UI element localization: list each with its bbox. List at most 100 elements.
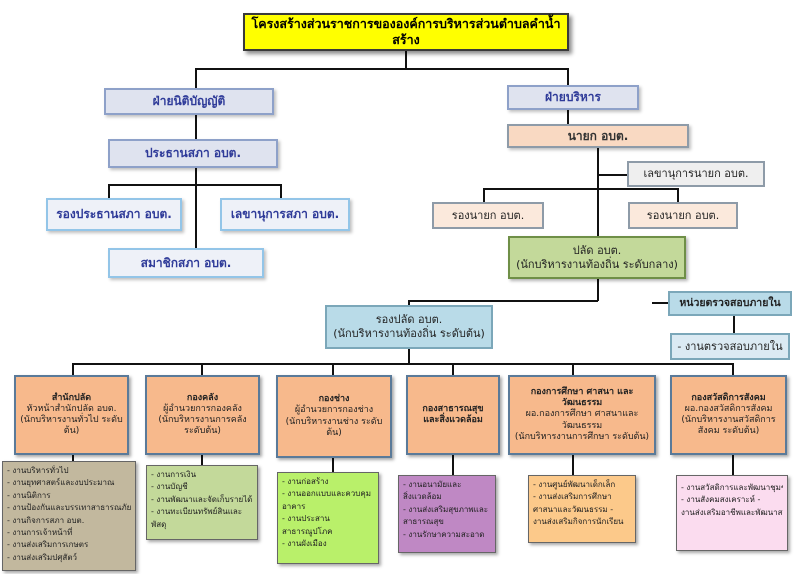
task-item: - งานยุทศาสตร์และงบประมาณ bbox=[7, 478, 115, 488]
connector-line bbox=[567, 68, 569, 85]
executive-header: ฝ่ายบริหาร bbox=[507, 85, 639, 110]
task-list-finance: - งานการเงิน - งานบัญชี - งานพัฒนาและจัด… bbox=[146, 465, 258, 540]
connector-line bbox=[405, 51, 407, 69]
connector-line bbox=[201, 363, 203, 375]
task-item: - งานบริหารทั่วไป bbox=[7, 466, 69, 475]
task-item: - งานป้องกันและบรรเทาสาธารณภัย bbox=[7, 503, 131, 513]
division-level: (นักบริหารงานช่าง ระดับต้น) bbox=[285, 416, 383, 438]
division-name: สำนักปลัด bbox=[51, 392, 92, 403]
task-list-engineering: - งานก่อสร้าง - งานออกแบบและควบคุม อาคาร… bbox=[277, 472, 379, 564]
task-item: - งานส่งเสริมการเกษตร bbox=[7, 540, 89, 550]
deputy-clerk-level: (นักบริหารงานท้องถิ่น ระดับต้น) bbox=[333, 327, 485, 340]
connector-line bbox=[280, 184, 282, 198]
division-name: กองช่าง bbox=[318, 394, 350, 404]
deputy-mayor-2-box: รองนายก อบต. bbox=[628, 202, 738, 229]
task-item: - งานส่งเสริมสุขภาพและ bbox=[403, 504, 489, 514]
task-item: - งานการเจ้าหน้าที่ bbox=[7, 527, 73, 537]
division-head: หัวหน้าสำนักปลัด อบต. bbox=[26, 403, 117, 414]
division-name-line2: และสิ่งแวดล้อม bbox=[423, 415, 483, 425]
division-box-office: สำนักปลัด หัวหน้าสำนักปลัด อบต. (นักบริห… bbox=[14, 375, 129, 455]
task-item: - งานสังคมสงเคราะห์ - bbox=[681, 495, 761, 505]
task-item: - งานประสาน bbox=[282, 514, 330, 524]
connector-line bbox=[408, 300, 410, 305]
connector-line bbox=[72, 363, 74, 375]
division-head: ผู้อำนวยการกองคลัง bbox=[163, 403, 242, 414]
connector-line bbox=[452, 363, 454, 375]
internal-audit-unit-box: หน่วยตรวจสอบภายใน bbox=[668, 291, 792, 316]
task-item: - งานผังเมือง bbox=[282, 538, 327, 548]
task-item: สาธารณสุข bbox=[403, 517, 444, 527]
task-item: พัสดุ bbox=[151, 519, 167, 529]
connector-line bbox=[332, 458, 334, 472]
connector-line bbox=[195, 68, 569, 70]
chart-title: โครงสร้างส่วนราชการขององค์การบริหารส่วนต… bbox=[243, 13, 569, 51]
division-head: ผอ.กองการศึกษา ศาสนาและวัฒนธรรม bbox=[525, 409, 639, 431]
task-item: - งานส่งเสริมปศุสัตว์ bbox=[7, 552, 77, 562]
council-members-box: สมาชิกสภา อบต. bbox=[108, 248, 264, 278]
connector-line bbox=[572, 363, 574, 375]
mayor-secretary-box: เลขานุการนายก อบต. bbox=[627, 161, 765, 187]
task-list-education: - งานศูนย์พัฒนาเด็กเล็ก - งานส่งเสริมการ… bbox=[528, 475, 636, 543]
task-item: สิ่งแวดล้อม bbox=[403, 492, 442, 502]
connector-line bbox=[597, 279, 599, 301]
connector-line bbox=[732, 363, 734, 375]
connector-line bbox=[597, 148, 599, 236]
connector-line bbox=[567, 110, 569, 124]
task-item: - งานส่งเสริมการศึกษา bbox=[533, 492, 612, 502]
connector-line bbox=[72, 455, 74, 461]
task-item: - งานกิจการสภา อบต. bbox=[7, 515, 85, 525]
task-item: งานส่งเสริมอาชีพและพัฒนาสตรี bbox=[681, 507, 783, 517]
division-level: (นักบริหารงานทั่วไป ระดับต้น) bbox=[20, 415, 123, 437]
council-chair-box: ประธานสภา อบต. bbox=[108, 139, 278, 168]
task-item: - งานอนามัยและ bbox=[403, 480, 462, 489]
connector-line bbox=[652, 302, 668, 304]
division-box-engineering: กองช่าง ผู้อำนวยการกองช่าง (นักบริหารงาน… bbox=[276, 375, 392, 458]
connector-line bbox=[408, 349, 410, 364]
task-item: งานส่งเสริมกิจการนักเรียน bbox=[533, 517, 624, 527]
division-box-public-health: กองสาธารณสุข และสิ่งแวดล้อม bbox=[406, 375, 500, 455]
task-item: - งานออกแบบและควบคุม bbox=[282, 489, 371, 499]
deputy-clerk-box: รองปลัด อบต. (นักบริหารงานท้องถิ่น ระดับ… bbox=[325, 305, 493, 349]
division-box-finance: กองคลัง ผู้อำนวยการกองคลัง (นักบริหารงาน… bbox=[145, 375, 260, 455]
task-item: ศาสนาและวัฒนธรรม - bbox=[533, 504, 614, 514]
division-name: กองคลัง bbox=[186, 392, 219, 403]
task-item: สาธารณูปโภค bbox=[282, 526, 333, 536]
connector-line bbox=[201, 455, 203, 465]
connector-line bbox=[408, 300, 598, 302]
division-box-education: กองการศึกษา ศาสนา และวัฒนธรรม ผอ.กองการศ… bbox=[508, 375, 656, 455]
division-level: (นักบริหารงานสวัสดิการ สังคม ระดับต้น) bbox=[681, 415, 776, 437]
connector-line bbox=[483, 188, 679, 190]
task-item: อาคาร bbox=[282, 501, 306, 511]
division-box-social-welfare: กองสวัสดิการสังคม ผอ.กองสวัสดิการสังคม (… bbox=[670, 375, 787, 455]
task-item: - งานการเงิน bbox=[151, 470, 197, 479]
chief-clerk-level: (นักบริหารงานท้องถิ่น ระดับกลาง) bbox=[516, 257, 678, 271]
connector-line bbox=[195, 168, 197, 248]
council-vice-chair-box: รองประธานสภา อบต. bbox=[46, 198, 182, 231]
connector-line bbox=[108, 184, 110, 198]
task-item: - งานทะเบียนทรัพย์สินและ bbox=[151, 507, 243, 517]
connector-line bbox=[195, 115, 197, 139]
deputy-clerk-title: รองปลัด อบต. bbox=[375, 313, 443, 327]
deputy-mayor-1-box: รองนายก อบต. bbox=[432, 202, 544, 229]
task-item: - งานก่อสร้าง bbox=[282, 477, 329, 486]
task-item: - งานบัญชี bbox=[151, 482, 188, 492]
connector-line bbox=[733, 316, 735, 333]
task-item: - งานศูนย์พัฒนาเด็กเล็ก bbox=[533, 480, 616, 489]
legislative-header: ฝ่ายนิติบัญญัติ bbox=[104, 88, 274, 115]
task-item: - งานนิติการ bbox=[7, 490, 51, 500]
mayor-box: นายก อบต. bbox=[507, 124, 689, 148]
task-item: - งานสวัสดิการและพัฒนาชุมชน bbox=[681, 483, 783, 492]
division-head: ผอ.กองสวัสดิการสังคม bbox=[684, 403, 773, 414]
connector-line bbox=[732, 455, 734, 475]
chief-clerk-title: ปลัด อบต. bbox=[572, 243, 622, 257]
connector-line bbox=[597, 174, 627, 176]
task-item: - งานรักษาความสะอาด bbox=[403, 529, 485, 539]
connector-line bbox=[572, 455, 574, 475]
division-level: (นักบริหารงานการคลัง ระดับต้น) bbox=[158, 415, 247, 437]
division-head: ผู้อำนวยการกองช่าง bbox=[294, 405, 374, 416]
task-list-social-welfare: - งานสวัสดิการและพัฒนาชุมชน - งานสังคมสง… bbox=[676, 475, 788, 551]
connector-line bbox=[72, 363, 734, 365]
division-level: (นักบริหารงานการศึกษา ระดับต้น) bbox=[514, 431, 650, 442]
connector-line bbox=[108, 184, 282, 186]
task-list-office: - งานบริหารทั่วไป - งานยุทศาสตร์และงบประ… bbox=[2, 461, 136, 571]
